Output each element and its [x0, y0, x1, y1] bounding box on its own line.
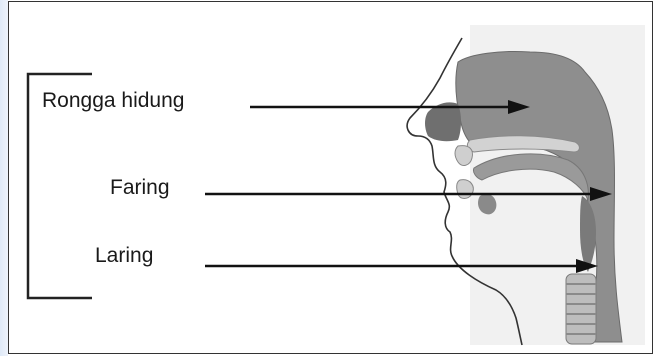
lower-lip — [457, 180, 474, 199]
upper-lip — [455, 146, 472, 166]
label-nasal-cavity: Rongga hidung — [42, 89, 184, 113]
label-pharynx: Faring — [110, 176, 170, 200]
trachea — [566, 274, 596, 344]
label-larynx: Laring — [95, 244, 153, 268]
